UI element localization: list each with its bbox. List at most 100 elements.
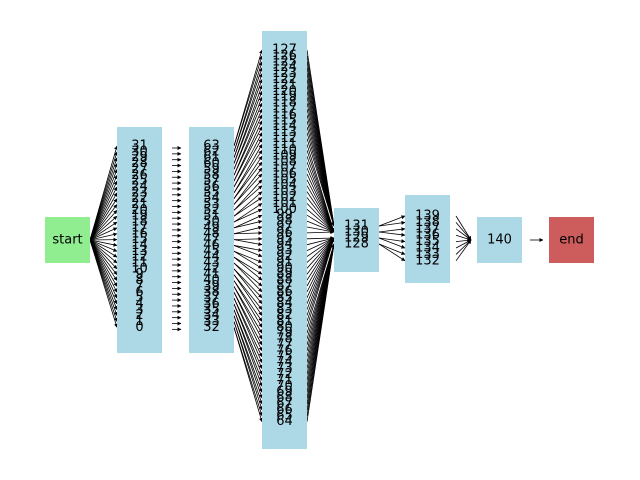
edges-group bbox=[89, 49, 544, 423]
layer4-column bbox=[334, 208, 379, 272]
layer2-node-label: 53 bbox=[203, 197, 220, 212]
layer3-node-label: 94 bbox=[276, 237, 293, 252]
layer2-node-label: 38 bbox=[203, 285, 220, 300]
layer3-node-label: 77 bbox=[276, 338, 293, 353]
edge-arrow bbox=[233, 231, 263, 236]
edge-arrow bbox=[306, 237, 335, 287]
layer1-node-label: 27 bbox=[131, 162, 148, 177]
layer3-node-label: 75 bbox=[276, 349, 293, 364]
layer2-node-label: 50 bbox=[203, 215, 220, 230]
edge-arrow bbox=[306, 243, 336, 422]
edge-arrow bbox=[306, 167, 335, 233]
edge-arrow bbox=[233, 250, 263, 269]
edge-arrow bbox=[378, 231, 406, 237]
edge-arrow bbox=[89, 174, 118, 241]
layer3-node-label: 65 bbox=[276, 408, 293, 423]
layer3-node-label: 69 bbox=[276, 385, 293, 400]
edge-arrow bbox=[233, 108, 263, 176]
layer1-node-label: 14 bbox=[131, 238, 148, 253]
layer2-node-label: 33 bbox=[203, 314, 220, 329]
layer2-node-label: 35 bbox=[203, 302, 220, 317]
edge-arrow bbox=[233, 315, 263, 399]
layer3-node-label: 115 bbox=[272, 113, 297, 128]
layer5-node-label: 133 bbox=[415, 247, 440, 262]
layer4-node-label: 129 bbox=[344, 231, 369, 246]
edge-arrow bbox=[306, 185, 335, 233]
edge-arrow bbox=[306, 138, 335, 227]
edge-arrow bbox=[378, 243, 406, 255]
edge-arrow bbox=[233, 274, 263, 310]
edge-arrow bbox=[306, 237, 335, 257]
edge-arrow bbox=[89, 239, 118, 281]
edge-arrow bbox=[233, 225, 263, 235]
layer1-node-label: 12 bbox=[131, 250, 148, 265]
layer2-node-label: 40 bbox=[203, 273, 220, 288]
edge-arrow bbox=[455, 239, 472, 262]
layer3-node-label: 84 bbox=[276, 296, 293, 311]
layer5-node-label: 135 bbox=[415, 234, 440, 249]
edge-arrow bbox=[306, 173, 335, 233]
layer1-column bbox=[117, 127, 162, 353]
edge-arrow bbox=[233, 256, 263, 275]
layer3-node-label: 68 bbox=[276, 391, 293, 406]
layer3-node-label: 114 bbox=[272, 119, 297, 134]
layer2-node-label: 59 bbox=[203, 162, 220, 177]
layer1-node-label: 23 bbox=[131, 185, 148, 200]
nodes-group: start31302928272625242322212019181716151… bbox=[45, 31, 594, 449]
layer3-node-label: 112 bbox=[272, 131, 297, 146]
edge-arrow bbox=[89, 239, 118, 258]
start-node-label: start bbox=[52, 233, 82, 248]
layer2-node-label: 63 bbox=[203, 139, 220, 154]
layer3-node-label: 126 bbox=[272, 48, 297, 63]
layer2-node-label: 58 bbox=[203, 168, 220, 183]
edge-arrow bbox=[233, 327, 263, 423]
layer3-node-label: 109 bbox=[272, 149, 297, 164]
layer2-node-label: 45 bbox=[203, 244, 220, 259]
layer1-node-label: 4 bbox=[135, 296, 143, 311]
edge-arrow bbox=[89, 239, 118, 293]
layer3-node-label: 82 bbox=[276, 308, 293, 323]
layer1-node-label: 31 bbox=[131, 139, 148, 154]
layer1-node-label: 8 bbox=[135, 273, 143, 288]
edge-arrow bbox=[233, 280, 263, 322]
layer1-node-label: 19 bbox=[131, 209, 148, 224]
layer3-node-label: 80 bbox=[276, 320, 293, 335]
layer3-node-label: 116 bbox=[272, 107, 297, 122]
edge-arrow bbox=[233, 297, 263, 364]
layer5-node-label: 137 bbox=[415, 221, 440, 236]
edge-arrow bbox=[233, 309, 263, 387]
layer3-node-label: 123 bbox=[272, 66, 297, 81]
layer1-node-label: 5 bbox=[135, 291, 143, 306]
layer2-node-label: 61 bbox=[203, 150, 220, 165]
layer3-node-label: 104 bbox=[272, 178, 297, 193]
layer3-node-label: 86 bbox=[276, 284, 293, 299]
edge-arrow bbox=[233, 114, 263, 176]
layer3-node-label: 66 bbox=[276, 402, 293, 417]
layer3-node-label: 99 bbox=[276, 208, 293, 223]
layer1-node-label: 6 bbox=[135, 285, 143, 300]
layer1-node-label: 2 bbox=[135, 308, 143, 323]
layer5-node-label: 134 bbox=[415, 241, 440, 256]
layer3-node-label: 70 bbox=[276, 379, 293, 394]
layer3-node-label: 105 bbox=[272, 172, 297, 187]
edge-arrow bbox=[455, 215, 472, 241]
edge-arrow bbox=[233, 132, 263, 188]
layer3-node-label: 85 bbox=[276, 290, 293, 305]
layer3-node-label: 125 bbox=[272, 54, 297, 69]
layer1-node-label: 13 bbox=[131, 244, 148, 259]
layer3-node-label: 121 bbox=[272, 78, 297, 93]
edge-arrow bbox=[378, 243, 406, 262]
edge-arrow bbox=[233, 321, 263, 411]
edge-arrow bbox=[306, 236, 335, 246]
layer3-node-label: 67 bbox=[276, 397, 293, 412]
edge-arrow bbox=[233, 90, 263, 164]
layer3-node-label: 101 bbox=[272, 196, 297, 211]
edge-arrow bbox=[378, 227, 406, 233]
layer5-node-label: 136 bbox=[415, 228, 440, 243]
edge-arrow bbox=[306, 203, 335, 233]
start-node bbox=[45, 217, 90, 263]
edge-arrow bbox=[233, 292, 263, 352]
layer3-column bbox=[262, 31, 307, 449]
layer3-node-label: 108 bbox=[272, 155, 297, 170]
layer2-node-label: 32 bbox=[203, 320, 220, 335]
